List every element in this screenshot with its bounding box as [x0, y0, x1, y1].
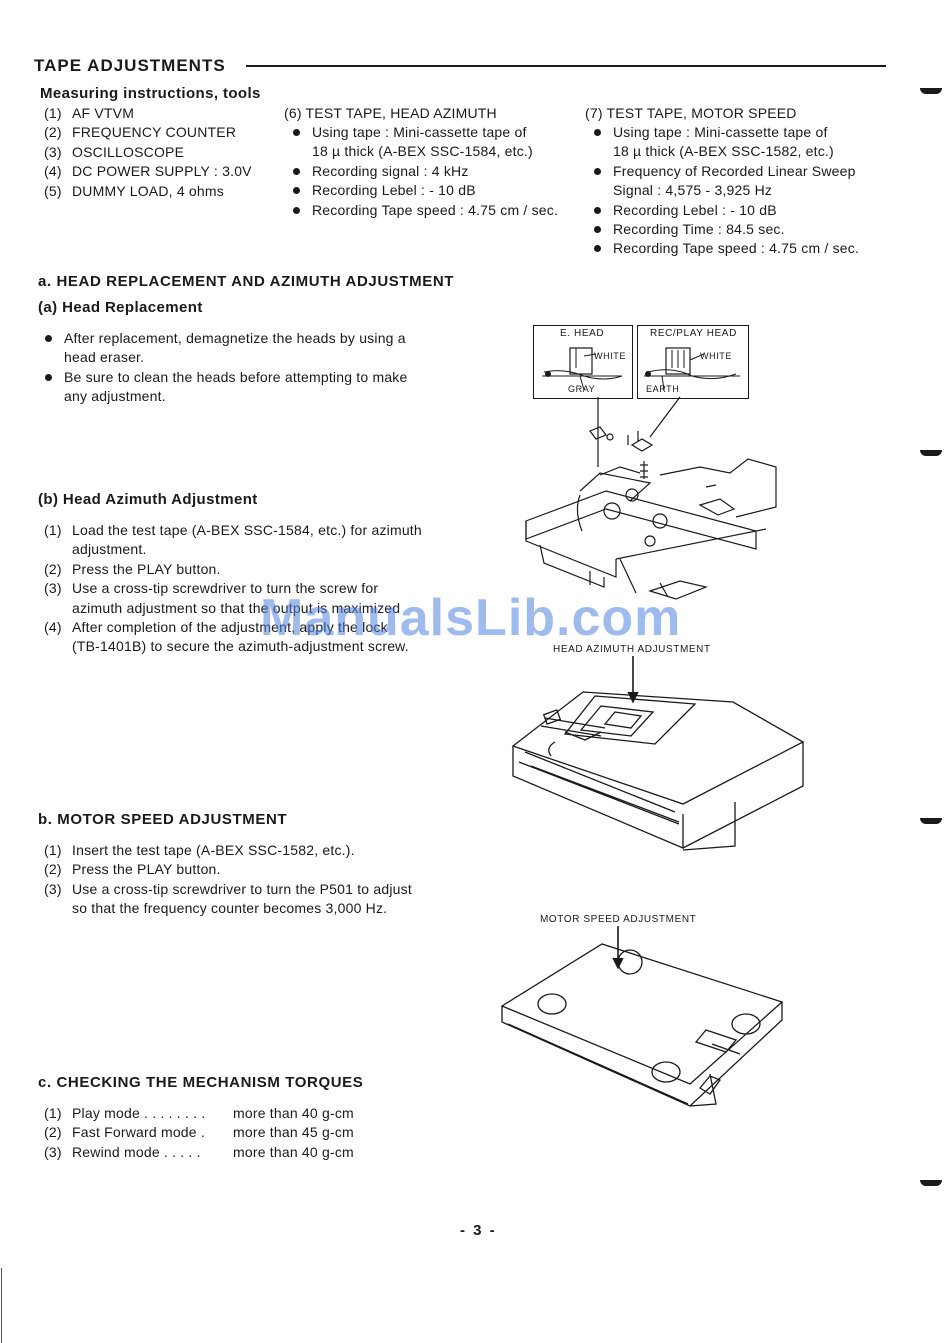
- e-head-label: E. HEAD: [560, 328, 605, 339]
- tools-list: (1)AF VTVM (2)FREQUENCY COUNTER (3)OSCIL…: [44, 104, 252, 201]
- tape-mechanism-illustration: [525, 396, 777, 600]
- white-wire-label: WHITE: [594, 351, 626, 361]
- table-row: (2)Fast Forward mode .more than 45 g-cm: [44, 1124, 354, 1141]
- binding-mark: [920, 88, 942, 94]
- list-item: (1)Insert the test tape (A-BEX SSC-1582,…: [44, 842, 355, 858]
- list-item-continued: head eraser.: [64, 349, 145, 366]
- section-c-heading: c. CHECKING THE MECHANISM TORQUES: [38, 1074, 364, 1091]
- list-item: (4)DC POWER SUPPLY : 3.0V: [44, 163, 252, 180]
- head-azimuth-caption: HEAD AZIMUTH ADJUSTMENT: [553, 644, 711, 655]
- replacement-bullets: After replacement, demagnetize the heads…: [36, 329, 408, 407]
- list-item: (1)Load the test tape (A-BEX SSC-1584, e…: [44, 522, 422, 538]
- binding-mark: [920, 1180, 942, 1186]
- head-azimuth-heading: (b) Head Azimuth Adjustment: [38, 491, 258, 508]
- list-item: After replacement, demagnetize the heads…: [36, 329, 408, 348]
- rec-play-head-inset: REC/PLAY HEAD WHITE EARTH: [637, 325, 749, 399]
- motor-speed-steps: (1)Insert the test tape (A-BEX SSC-1582,…: [44, 841, 412, 919]
- section-a-heading: a. HEAD REPLACEMENT AND AZIMUTH ADJUSTME…: [38, 273, 455, 290]
- earth-wire-label: EARTH: [646, 384, 680, 394]
- list-item: (2)Press the PLAY button.: [44, 861, 221, 878]
- list-item: (3)OSCILLOSCOPE: [44, 143, 185, 160]
- list-item: Recording Lebel : - 10 dB: [585, 201, 859, 220]
- list-item: Recording Tape speed : 4.75 cm / sec.: [284, 201, 558, 220]
- table-row: (1)Play mode . . . . . . . .more than 40…: [44, 1105, 354, 1121]
- head-replacement-heading: (a) Head Replacement: [38, 299, 203, 316]
- table-row: (3)Rewind mode . . . . .more than 40 g-c…: [44, 1143, 354, 1160]
- list-item: Using tape : Mini-cassette tape of: [585, 123, 859, 142]
- list-item-continued: (TB-1401B) to secure the azimuth-adjustm…: [72, 638, 409, 655]
- motor-speed-caption: MOTOR SPEED ADJUSTMENT: [540, 914, 697, 925]
- measuring-heading: Measuring instructions, tools: [40, 85, 261, 102]
- binding-mark: [920, 450, 942, 456]
- torque-table: (1)Play mode . . . . . . . .more than 40…: [44, 1104, 354, 1162]
- title-rule: [246, 65, 886, 67]
- watermark-logo: ManualsLib.com: [260, 589, 682, 647]
- rec-play-head-label: REC/PLAY HEAD: [650, 328, 737, 339]
- speed-tape-heading: (7) TEST TAPE, MOTOR SPEED: [585, 105, 797, 121]
- list-item-continued: 18 µ thick (A-BEX SSC-1582, etc.): [613, 143, 834, 160]
- e-head-wiring-icon: [542, 347, 623, 391]
- page-number: - 3 -: [460, 1222, 497, 1239]
- scan-edge-line: [1, 1268, 2, 1343]
- list-item-continued: so that the frequency counter becomes 3,…: [72, 900, 388, 917]
- list-item: Recording signal : 4 kHz: [284, 162, 558, 181]
- list-item: (1)AF VTVM: [44, 105, 135, 121]
- list-item-continued: adjustment.: [72, 541, 147, 558]
- list-item-continued: Signal : 4,575 - 3,925 Hz: [613, 182, 773, 199]
- page-title: TAPE ADJUSTMENTS: [34, 56, 226, 75]
- list-item: (2)FREQUENCY COUNTER: [44, 124, 237, 141]
- list-item: Frequency of Recorded Linear Sweep: [585, 162, 859, 181]
- list-item: (5)DUMMY LOAD, 4 ohms: [44, 182, 224, 199]
- list-item-continued: azimuth adjustment so that the output is…: [72, 599, 401, 616]
- section-b-heading: b. MOTOR SPEED ADJUSTMENT: [38, 811, 288, 828]
- rec-play-head-wiring-icon: [644, 347, 740, 391]
- azimuth-steps: (1)Load the test tape (A-BEX SSC-1584, e…: [44, 521, 422, 657]
- azimuth-tape-list: Using tape : Mini-cassette tape of 18 µ …: [284, 123, 558, 220]
- azimuth-tape-heading: (6) TEST TAPE, HEAD AZIMUTH: [284, 105, 497, 121]
- list-item: Recording Lebel : - 10 dB: [284, 181, 558, 200]
- white-wire-label: WHITE: [700, 351, 732, 361]
- list-item: (3)Use a cross-tip screwdriver to turn t…: [44, 580, 379, 597]
- binding-mark: [920, 818, 942, 824]
- list-item: Recording Tape speed : 4.75 cm / sec.: [585, 239, 859, 258]
- speed-tape-list: Using tape : Mini-cassette tape of 18 µ …: [585, 123, 859, 259]
- list-item: (2)Press the PLAY button.: [44, 560, 221, 577]
- list-item: Recording Time : 84.5 sec.: [585, 220, 859, 239]
- list-item: Using tape : Mini-cassette tape of: [284, 123, 558, 142]
- list-item-continued: 18 µ thick (A-BEX SSC-1584, etc.): [312, 143, 533, 160]
- cassette-recorder-top-illustration: [511, 656, 805, 851]
- list-item: (3)Use a cross-tip screwdriver to turn t…: [44, 880, 412, 897]
- cassette-recorder-bottom-illustration: [500, 926, 784, 1107]
- list-item: Be sure to clean the heads before attemp…: [36, 368, 408, 387]
- list-item-continued: any adjustment.: [64, 388, 166, 405]
- list-item: (4)After completion of the adjustment, a…: [44, 619, 388, 636]
- gray-wire-label: GRAY: [568, 384, 596, 394]
- e-head-inset: E. HEAD WHITE GRAY: [533, 325, 633, 399]
